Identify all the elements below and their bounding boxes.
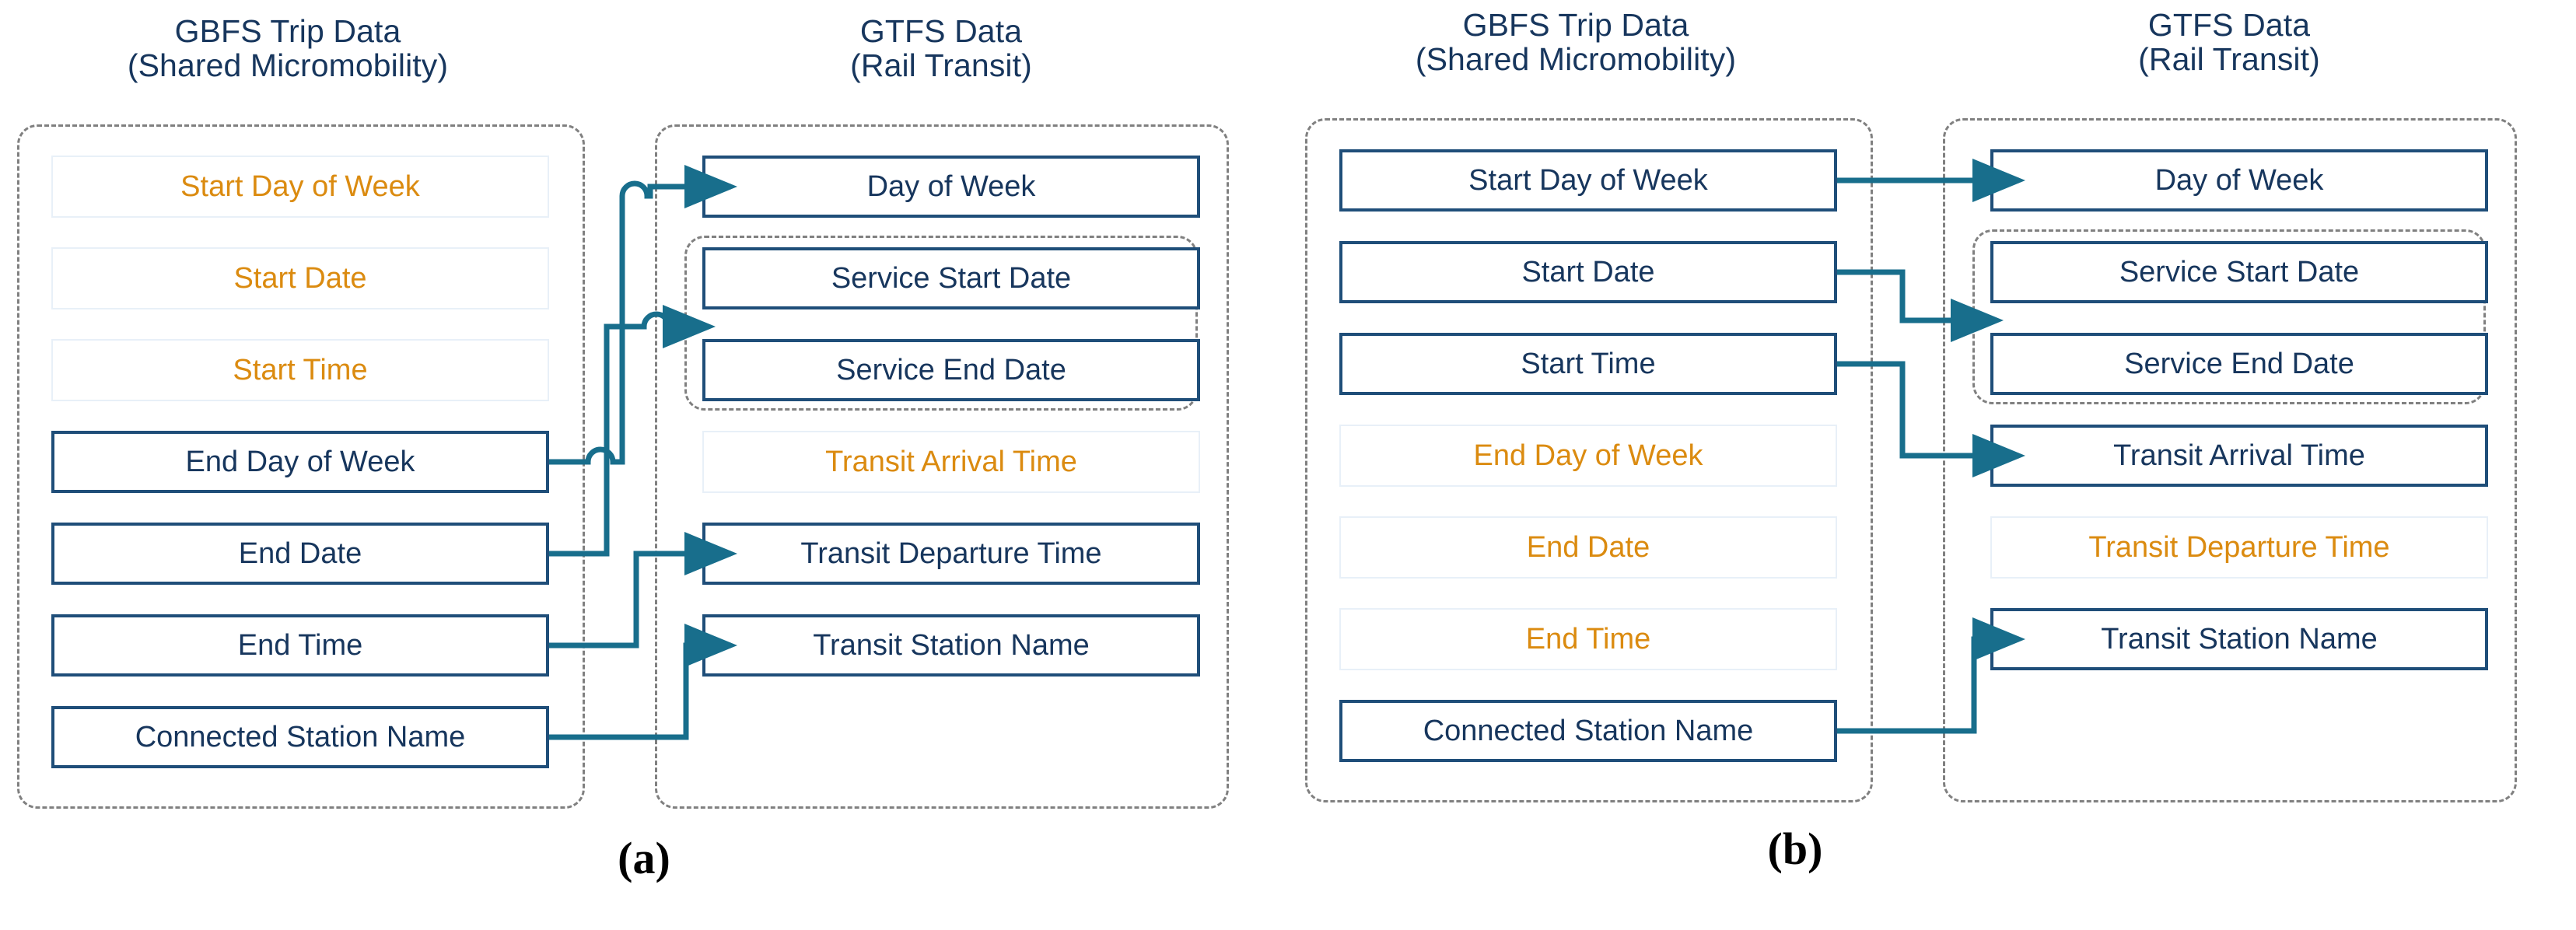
field-label: Service Start Date <box>2119 256 2360 288</box>
field-label: End Day of Week <box>1473 439 1703 472</box>
panel-b-field-connected-station-name[interactable]: Connected Station Name <box>1339 700 1837 762</box>
field-label: End Time <box>237 629 363 662</box>
panel-b-gbfs-column-title: GBFS Trip Data (Shared Micromobility) <box>1415 7 1737 78</box>
field-label: Transit Arrival Time <box>2113 439 2365 472</box>
panel-a-field-end-day-of-week[interactable]: End Day of Week <box>51 431 549 493</box>
panel-a-field-connected-station-name[interactable]: Connected Station Name <box>51 706 549 768</box>
field-label: Transit Station Name <box>813 629 1090 662</box>
panel-a-field-end-time[interactable]: End Time <box>51 614 549 677</box>
field-label: Service End Date <box>836 354 1066 386</box>
field-label: Start Date <box>233 262 367 295</box>
panel-b-field-end-date[interactable]: End Date <box>1339 516 1837 579</box>
panel-b-field-start-time[interactable]: Start Time <box>1339 333 1837 395</box>
field-label: Transit Departure Time <box>2088 531 2390 564</box>
panel-a-gtfs-column-title: GTFS Data (Rail Transit) <box>850 13 1032 84</box>
field-label: End Day of Week <box>185 446 415 478</box>
panel-a-field-start-date[interactable]: Start Date <box>51 247 549 309</box>
panel-a-field-day-of-week[interactable]: Day of Week <box>702 156 1200 218</box>
panel-b-caption: (b) <box>1767 823 1823 874</box>
field-label: Start Day of Week <box>1468 164 1708 197</box>
panel-b-field-day-of-week[interactable]: Day of Week <box>1990 149 2488 212</box>
panel-b-field-transit-departure-time[interactable]: Transit Departure Time <box>1990 516 2488 579</box>
panel-a-gbfs-column-title: GBFS Trip Data (Shared Micromobility) <box>127 13 449 84</box>
panel-b-gtfs-group-container <box>1943 118 2517 802</box>
field-label: Day of Week <box>2154 164 2324 197</box>
panel-b-gtfs-column-title: GTFS Data (Rail Transit) <box>2138 7 2320 78</box>
field-label: Transit Station Name <box>2101 623 2378 656</box>
field-label: Transit Arrival Time <box>825 446 1077 478</box>
panel-a-caption: (a) <box>618 833 670 883</box>
panel-a: GBFS Trip Data (Shared Micromobility) GT… <box>17 13 1229 883</box>
panel-b-field-transit-station-name[interactable]: Transit Station Name <box>1990 608 2488 670</box>
field-label: Service Start Date <box>831 262 1072 295</box>
field-label: Day of Week <box>866 170 1036 203</box>
panel-a-field-transit-arrival-time[interactable]: Transit Arrival Time <box>702 431 1200 493</box>
panel-b-field-service-end-date[interactable]: Service End Date <box>1990 333 2488 395</box>
field-label: End Date <box>238 537 362 570</box>
panel-a-field-end-date[interactable]: End Date <box>51 523 549 585</box>
field-label: Transit Departure Time <box>800 537 1102 570</box>
field-label: Start Day of Week <box>180 170 420 203</box>
field-label: Connected Station Name <box>1423 715 1754 747</box>
field-label: Connected Station Name <box>135 721 466 753</box>
panel-a-field-start-day-of-week[interactable]: Start Day of Week <box>51 156 549 218</box>
field-label: Start Time <box>233 354 368 386</box>
panel-b-field-end-time[interactable]: End Time <box>1339 608 1837 670</box>
panel-a-field-service-end-date[interactable]: Service End Date <box>702 339 1200 401</box>
panel-a-field-start-time[interactable]: Start Time <box>51 339 549 401</box>
field-label: Start Time <box>1521 348 1656 380</box>
panel-b-gbfs-group-container <box>1305 118 1873 802</box>
panel-b-field-start-date[interactable]: Start Date <box>1339 241 1837 303</box>
panel-a-field-transit-station-name[interactable]: Transit Station Name <box>702 614 1200 677</box>
field-label: End Time <box>1525 623 1651 656</box>
panel-b-field-transit-arrival-time[interactable]: Transit Arrival Time <box>1990 425 2488 487</box>
panel-a-field-service-start-date[interactable]: Service Start Date <box>702 247 1200 309</box>
panel-b-field-start-day-of-week[interactable]: Start Day of Week <box>1339 149 1837 212</box>
field-label: Service End Date <box>2124 348 2354 380</box>
panel-b-field-end-day-of-week[interactable]: End Day of Week <box>1339 425 1837 487</box>
field-label: Start Date <box>1521 256 1655 288</box>
panel-b: GBFS Trip Data (Shared Micromobility) GT… <box>1288 0 2576 930</box>
panel-a-field-transit-departure-time[interactable]: Transit Departure Time <box>702 523 1200 585</box>
field-label: End Date <box>1526 531 1650 564</box>
panel-b-field-service-start-date[interactable]: Service Start Date <box>1990 241 2488 303</box>
